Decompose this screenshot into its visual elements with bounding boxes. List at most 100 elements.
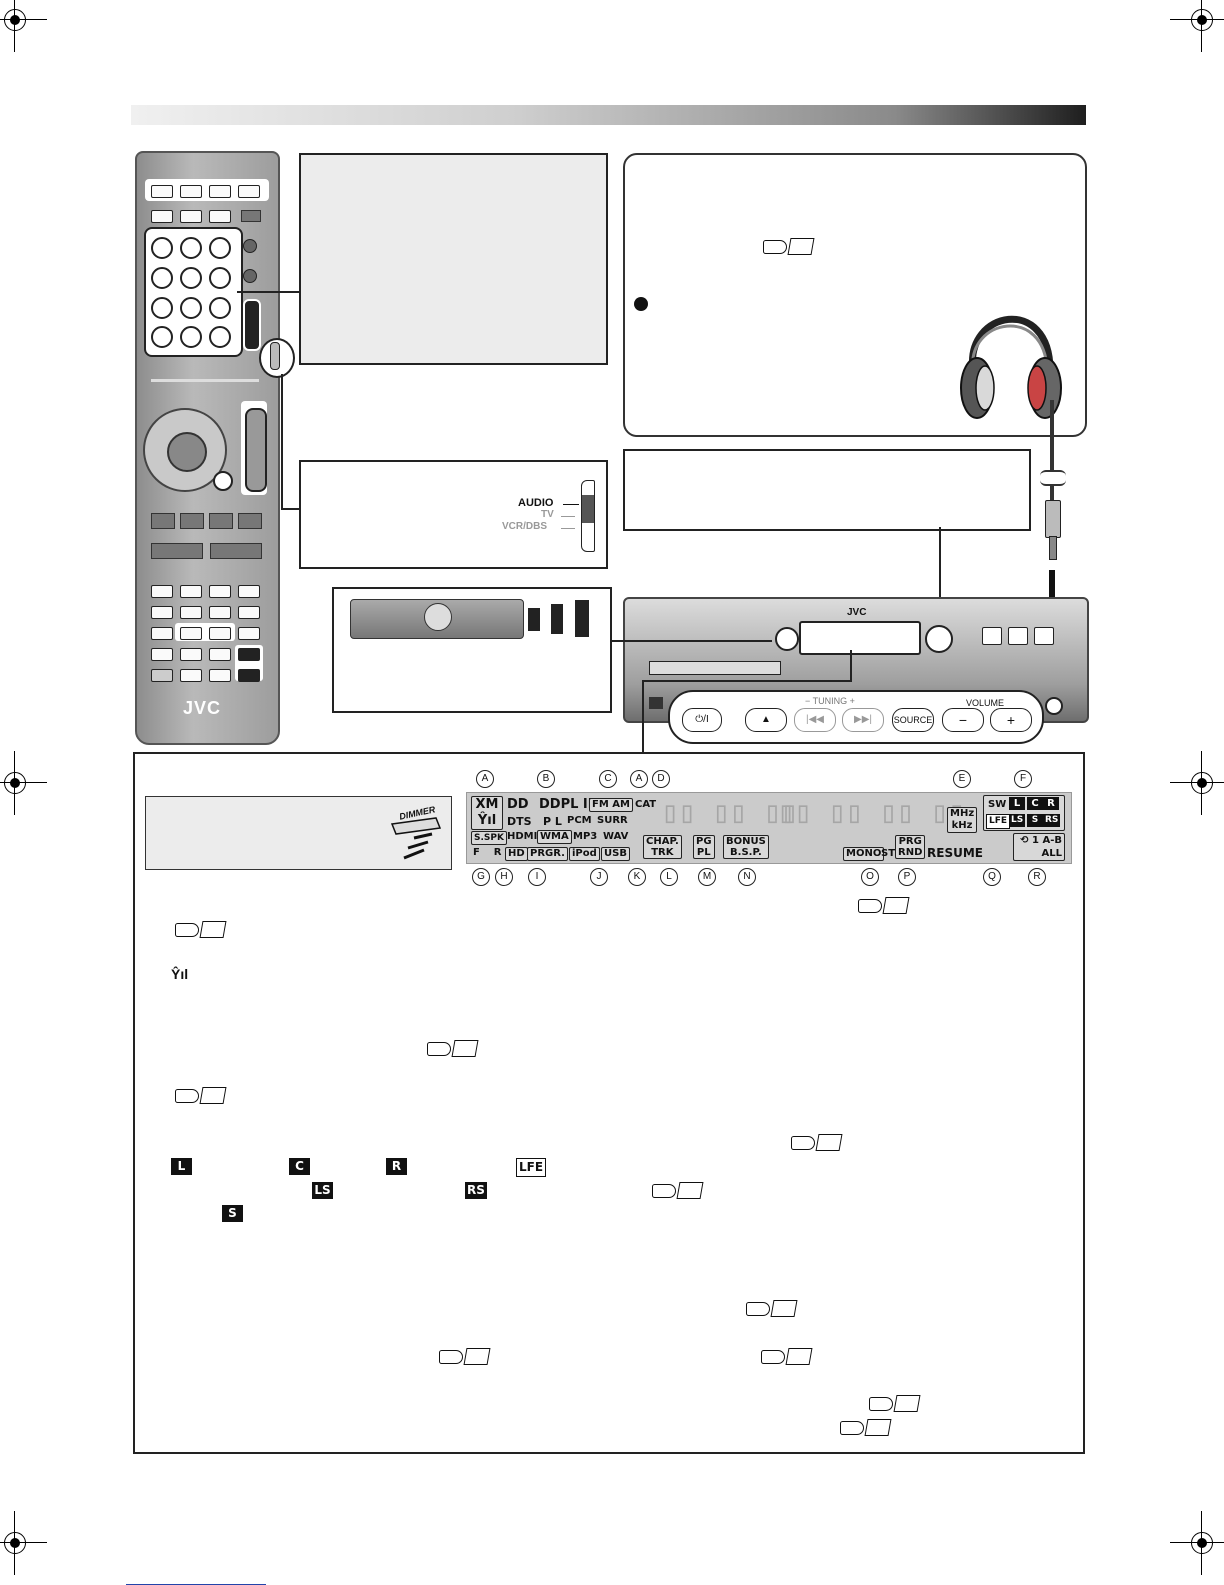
callout-line xyxy=(642,680,644,752)
remote-switch-knob xyxy=(270,342,280,370)
callout-letter: J xyxy=(590,868,608,886)
remote-button xyxy=(238,648,260,661)
indicator-dd: DD xyxy=(507,797,529,812)
beam-bar xyxy=(551,604,563,634)
indicator-lfe: LFE xyxy=(986,814,1011,829)
legend-badge-c: C xyxy=(289,1158,310,1175)
tuning-label: − TUNING + xyxy=(805,696,855,706)
remote-button xyxy=(209,627,231,640)
remote-button xyxy=(151,513,175,529)
remote-control-illustration: JVC xyxy=(135,151,280,745)
panel-sensor xyxy=(775,627,799,651)
remote-button xyxy=(151,185,173,198)
front-buttons-callout: ⏻/I ▲ − TUNING + |◀◀ ▶▶| SOURCE VOLUME −… xyxy=(668,690,1044,744)
remote-number-key xyxy=(209,326,231,348)
power-button[interactable]: ⏻/I xyxy=(682,708,722,732)
headphones-illustration xyxy=(960,315,1062,419)
tuning-up-button[interactable]: ▶▶| xyxy=(842,708,884,732)
display-window-note-box xyxy=(623,449,1031,531)
callout-letter: H xyxy=(495,868,513,886)
segment-digits: ▯▯ ▯▯ ▯▯ xyxy=(661,795,798,830)
indicator-ch-c: C xyxy=(1027,797,1043,810)
panel-phones-jack xyxy=(1045,697,1063,715)
callout-line xyxy=(939,527,941,627)
panel-pause-button xyxy=(1034,627,1054,645)
remote-button xyxy=(238,185,260,198)
remote-number-key xyxy=(151,326,173,348)
remote-number-key xyxy=(180,237,202,259)
indicator-f-r: F R xyxy=(473,847,502,858)
remote-button xyxy=(151,648,173,661)
callout-letter: R xyxy=(1028,868,1046,886)
eject-button[interactable]: ▲ xyxy=(745,708,787,732)
callout-letter: M xyxy=(698,868,716,886)
crop-mark-top-left xyxy=(0,0,47,52)
remote-button xyxy=(180,185,202,198)
volume-up-button[interactable]: + xyxy=(990,708,1032,732)
legend-badge-s: S xyxy=(222,1205,243,1222)
callout-letter: E xyxy=(953,770,971,788)
panel-brand-logo: JVC xyxy=(847,607,867,618)
remote-number-key xyxy=(151,267,173,289)
headphones-note-box xyxy=(623,153,1087,437)
source-button[interactable]: SOURCE xyxy=(892,708,934,732)
callout-letter: B xyxy=(537,770,555,788)
indicator-ddpl2: DDPL II xyxy=(539,797,593,812)
callout-line xyxy=(281,374,283,508)
slide-switch-icon xyxy=(581,480,595,552)
repeat-icon: ⟲ xyxy=(1020,835,1033,846)
reference-book-icon xyxy=(439,1348,491,1365)
indicator-fm-am: FM AM xyxy=(589,798,633,812)
indicator-sspk: S.SPK xyxy=(471,831,507,845)
volume-down-button[interactable]: − xyxy=(942,708,984,732)
switch-indicator-line xyxy=(561,528,575,529)
switch-indicator-line xyxy=(561,516,575,517)
legend-badge-lfe: LFE xyxy=(516,1158,547,1177)
remote-button xyxy=(180,627,202,640)
remote-number-key xyxy=(151,297,173,319)
reference-book-icon xyxy=(746,1300,798,1317)
headphone-cable xyxy=(1050,400,1054,500)
headphone-plug-tip xyxy=(1049,536,1057,560)
reference-book-icon xyxy=(175,1087,227,1104)
reference-book-icon xyxy=(175,921,227,938)
callout-letter: L xyxy=(660,868,678,886)
indicator-resume: RESUME xyxy=(927,846,983,860)
indicator-wav: WAV xyxy=(603,831,629,842)
remote-button xyxy=(180,669,202,682)
remote-number-key xyxy=(209,237,231,259)
reference-book-icon xyxy=(858,897,910,914)
remote-button xyxy=(151,606,173,619)
tuning-down-button[interactable]: |◀◀ xyxy=(794,708,836,732)
indicator-ls: LS xyxy=(1009,814,1026,827)
indicator-hd: HD xyxy=(505,847,528,861)
indicator-surr: SURR xyxy=(597,815,628,826)
remote-button xyxy=(209,606,231,619)
crop-mark-top-right xyxy=(1170,0,1224,52)
remote-button xyxy=(238,606,260,619)
reference-book-icon xyxy=(791,1134,843,1151)
callout-letter: D xyxy=(652,770,670,788)
indicator-s: S xyxy=(1027,814,1043,827)
callout-line xyxy=(237,291,300,293)
remote-button xyxy=(209,513,233,529)
header-gradient-bar xyxy=(131,105,1086,125)
callout-letter: I xyxy=(528,868,546,886)
remote-number-key xyxy=(180,267,202,289)
remote-button xyxy=(151,669,173,682)
indicator-hdmi: HDMI xyxy=(507,831,538,842)
callout-letter: N xyxy=(738,868,756,886)
remote-button xyxy=(180,606,202,619)
panel-display-window xyxy=(799,621,921,655)
remote-button xyxy=(209,669,231,682)
remote-button xyxy=(209,648,231,661)
indicator-pl: P L xyxy=(543,815,562,828)
indicator-st: ST xyxy=(881,848,896,859)
